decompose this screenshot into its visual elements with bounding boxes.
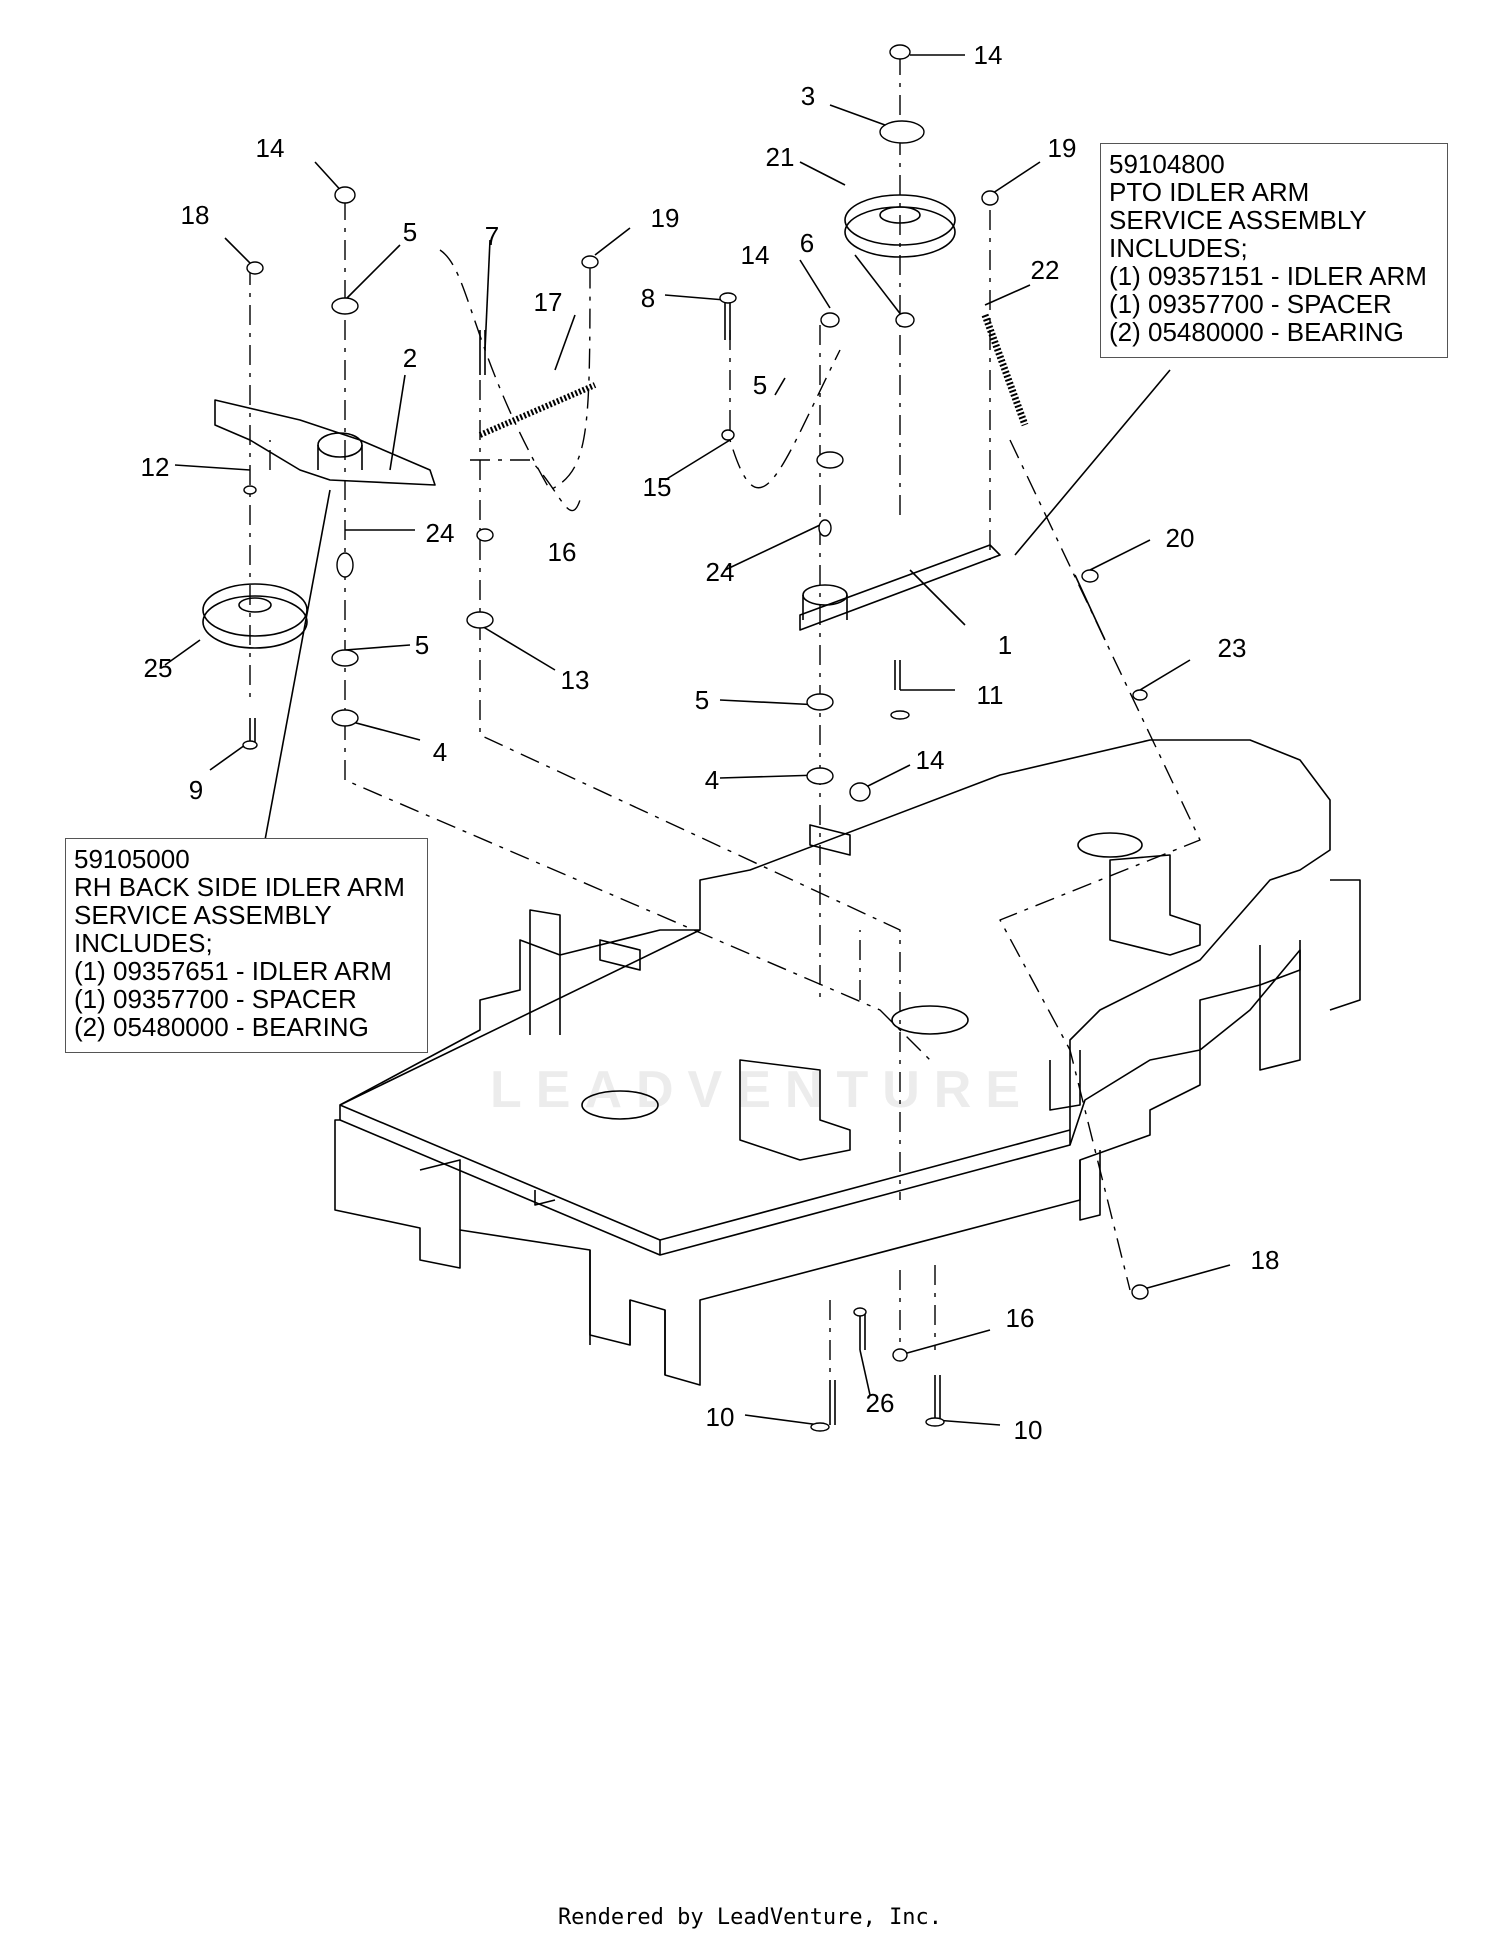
watermark: LEADVENTURE — [490, 1061, 1035, 1119]
callout-13: 13 — [560, 665, 590, 695]
callout-3: 3 — [800, 81, 816, 111]
callout-10: 10 — [705, 1402, 735, 1432]
callout-6: 6 — [799, 228, 815, 258]
callout-14: 14 — [915, 745, 945, 775]
callout-1: 1 — [997, 630, 1013, 660]
callout-25: 25 — [143, 653, 173, 683]
callout-11: 11 — [976, 680, 1004, 710]
callout-18: 18 — [180, 200, 210, 230]
callout-14: 14 — [973, 40, 1003, 70]
callout-5: 5 — [752, 370, 768, 400]
callout-24: 24 — [425, 518, 455, 548]
callout-22: 22 — [1030, 255, 1060, 285]
callout-14: 14 — [740, 240, 770, 270]
callout-21: 21 — [765, 142, 795, 172]
callout-26: 26 — [865, 1388, 895, 1418]
callout-4: 4 — [704, 765, 720, 795]
callout-19: 19 — [1047, 133, 1077, 163]
callout-2: 2 — [402, 343, 418, 373]
rh-box-line: SERVICE ASSEMBLY — [74, 900, 332, 930]
callout-8: 8 — [640, 283, 656, 313]
callout-14: 14 — [255, 133, 285, 163]
pto-box-line: (2) 05480000 - BEARING — [1109, 317, 1404, 347]
rh-box-line: INCLUDES; — [74, 928, 213, 958]
callout-5: 5 — [402, 217, 418, 247]
pto-box-line: SERVICE ASSEMBLY — [1109, 205, 1367, 235]
idler-arm-center — [799, 544, 1001, 631]
callout-18: 18 — [1250, 1245, 1280, 1275]
callout-15: 15 — [642, 472, 672, 502]
callout-5: 5 — [694, 685, 710, 715]
hardware — [242, 44, 1149, 1432]
pto-box-line: 59104800 — [1109, 149, 1225, 179]
callout-23: 23 — [1217, 633, 1247, 663]
pto-box-line: PTO IDLER ARM — [1109, 177, 1310, 207]
pto-box-line: INCLUDES; — [1109, 233, 1248, 263]
callout-17: 17 — [533, 287, 563, 317]
rh-box-line: (1) 09357700 - SPACER — [74, 984, 357, 1014]
callout-24: 24 — [705, 557, 735, 587]
assembly-lines — [249, 55, 1201, 1380]
callout-12: 12 — [140, 452, 170, 482]
callout-16: 16 — [1005, 1303, 1035, 1333]
callout-10: 10 — [1013, 1415, 1043, 1445]
rh-box-line: (1) 09357651 - IDLER ARM — [74, 956, 392, 986]
spring-22 — [981, 313, 1029, 427]
pto-box-line: (1) 09357700 - SPACER — [1109, 289, 1392, 319]
mower-deck — [334, 739, 1361, 1386]
leader-lines — [164, 54, 1231, 1426]
callout-19: 19 — [650, 203, 680, 233]
rh-idler-arm-info-box: 59105000 RH BACK SIDE IDLER ARM SERVICE … — [65, 838, 428, 1053]
footer-credit: Rendered by LeadVenture, Inc. — [557, 1905, 943, 1930]
callout-4: 4 — [432, 737, 448, 767]
callout-7: 7 — [484, 221, 500, 251]
callout-20: 20 — [1165, 523, 1195, 553]
callout-5: 5 — [414, 630, 430, 660]
pto-box-line: (1) 09357151 - IDLER ARM — [1109, 261, 1427, 291]
rh-box-line: 59105000 — [74, 844, 190, 874]
spring-17 — [478, 382, 597, 438]
callout-16: 16 — [547, 537, 577, 567]
idler-arm-left — [214, 399, 436, 486]
pulley-25 — [202, 583, 308, 649]
rh-box-line: RH BACK SIDE IDLER ARM — [74, 872, 405, 902]
callout-9: 9 — [188, 775, 204, 805]
pto-idler-arm-info-box: 59104800 PTO IDLER ARM SERVICE ASSEMBLY … — [1100, 143, 1448, 358]
rh-box-line: (2) 05480000 - BEARING — [74, 1012, 369, 1042]
